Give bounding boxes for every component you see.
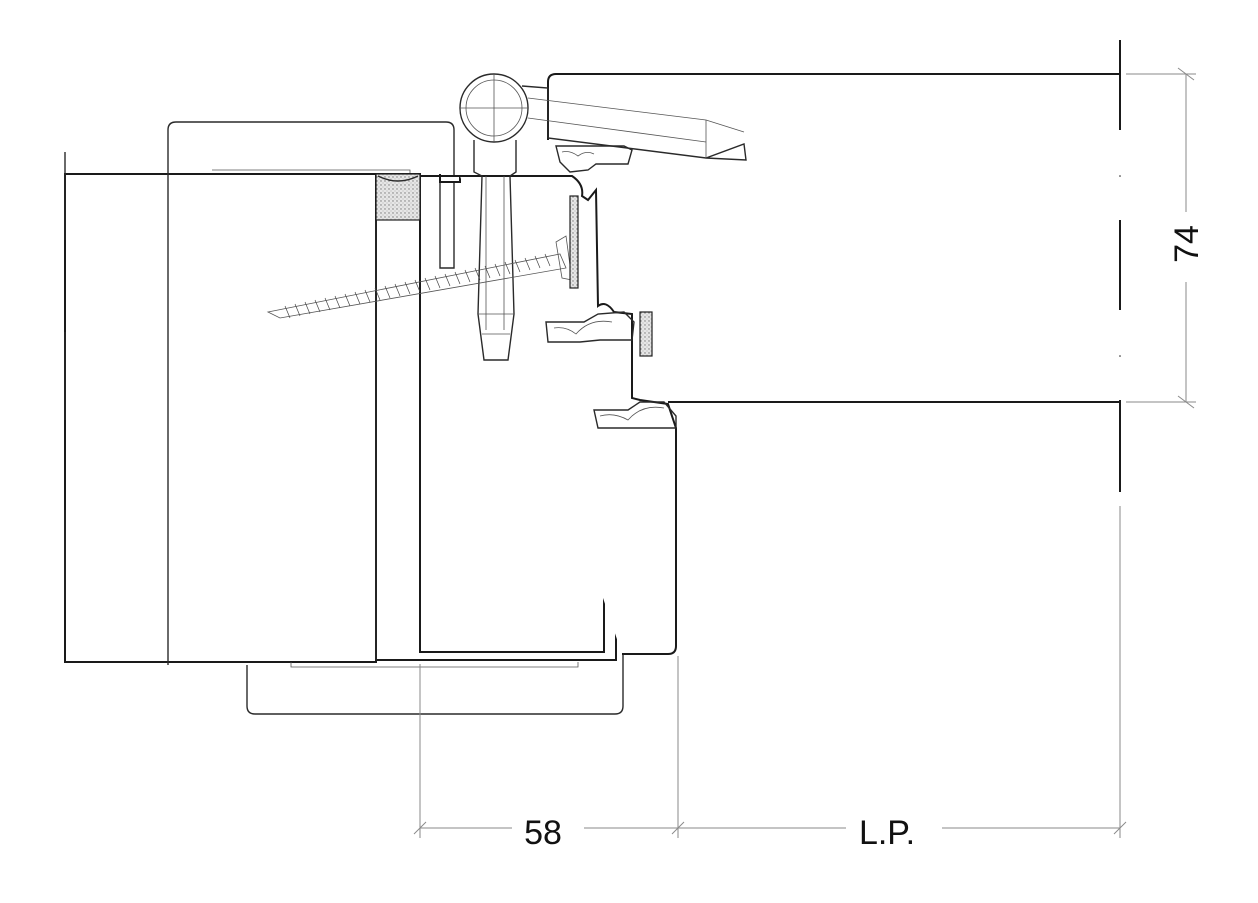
hinge [459,73,747,361]
dimension-label-lp: L.P. [859,814,915,852]
dimension-label-58: 58 [524,814,562,852]
dimension-leaf-thickness: 74 [1126,67,1206,409]
frame-architrave [167,121,624,715]
wall-section [64,152,377,663]
seal-gaskets [545,145,677,429]
dimension-frame-and-passage: 58 L.P. [413,506,1127,852]
door-leaf [547,40,1121,492]
dimension-label-74: 74 [1168,225,1206,263]
